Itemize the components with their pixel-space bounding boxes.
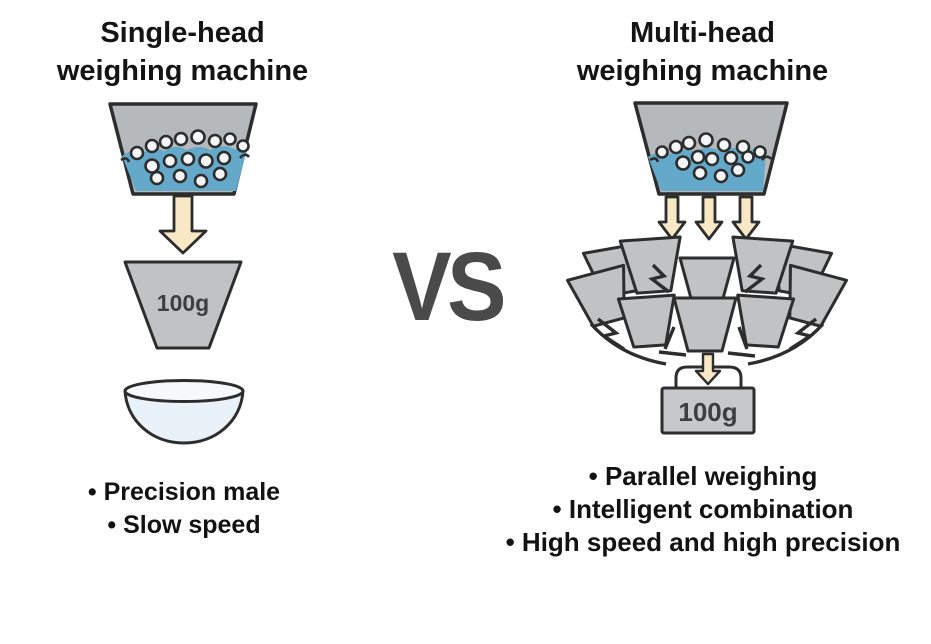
left-title-line2: weighing machine bbox=[56, 55, 309, 87]
versus-text: VS bbox=[392, 232, 506, 341]
left-title-line1: Single-head bbox=[100, 17, 265, 49]
down-arrow-icon-left bbox=[158, 194, 208, 255]
feed-arrows-icons bbox=[657, 195, 761, 241]
collector-and-weight bbox=[660, 352, 756, 435]
left-feature-item: • Precision male bbox=[87, 478, 281, 506]
discharge-bowl-icon bbox=[123, 379, 245, 445]
right-feature-list: • Parallel weighing • Intelligent combin… bbox=[468, 460, 931, 559]
left-feature-list: • Precision male • Slow speed bbox=[34, 476, 334, 542]
infeed-hopper-left bbox=[108, 102, 258, 196]
right-title: Multi-head weighing machine bbox=[535, 14, 870, 90]
infeed-hopper-right bbox=[633, 101, 789, 196]
down-arrow-icon-right bbox=[694, 352, 722, 386]
multi-head-machine-graphic bbox=[566, 101, 848, 435]
right-feature-item: • Intelligent combination bbox=[552, 494, 854, 524]
right-title-line1: Multi-head bbox=[630, 17, 775, 49]
multi-weigh-buckets bbox=[566, 235, 848, 353]
left-weight-value: 100g bbox=[156, 290, 210, 316]
right-feature-item: • High speed and high precision bbox=[505, 527, 901, 557]
weight-block bbox=[660, 386, 756, 435]
left-title: Single-head weighing machine bbox=[25, 14, 340, 90]
product-particles-left bbox=[120, 129, 251, 189]
left-feature-item: • Slow speed bbox=[107, 511, 261, 539]
single-head-machine-graphic bbox=[108, 102, 258, 445]
right-title-line2: weighing machine bbox=[576, 55, 829, 87]
combine-lines bbox=[589, 263, 825, 366]
right-weight-value: 100g bbox=[678, 397, 738, 427]
weigh-bucket-left bbox=[123, 260, 243, 350]
product-particles-right bbox=[649, 132, 773, 184]
right-feature-item: • Parallel weighing bbox=[588, 461, 818, 491]
